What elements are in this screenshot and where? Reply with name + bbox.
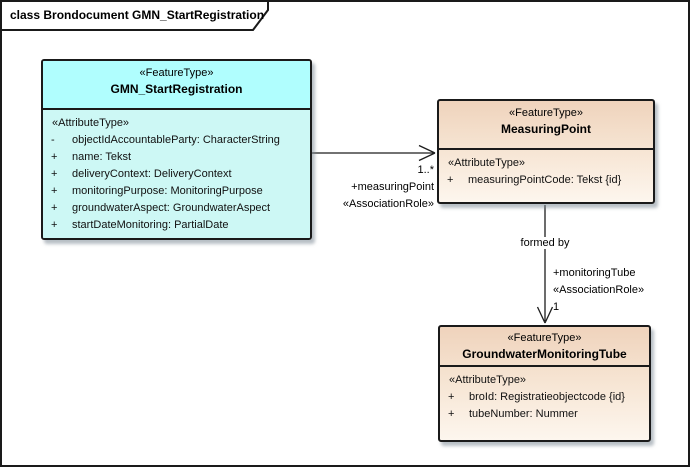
attribute-text: groundwaterAspect: GroundwaterAspect <box>72 202 271 214</box>
class-name: GMN_StartRegistration <box>110 82 243 96</box>
role-label: +monitoringTube <box>553 267 636 279</box>
attribute-row: + measuringPointCode: Tekst {id} <box>439 172 653 189</box>
visibility-symbol: + <box>51 202 58 214</box>
class-name: GroundwaterMonitoringTube <box>462 347 627 361</box>
class-attributes: «AttributeType» + measuringPointCode: Te… <box>439 150 653 189</box>
class-measuring-point[interactable]: «FeatureType» MeasuringPoint «AttributeT… <box>437 99 655 204</box>
class-attributes: «AttributeType» - objectIdAccountablePar… <box>43 110 310 238</box>
multiplicity-label: 1..* <box>417 164 434 176</box>
attribute-row: - objectIdAccountableParty: CharacterStr… <box>43 132 310 149</box>
association-name-label: formed by <box>505 237 585 249</box>
association-labels-monitoring-tube: +monitoringTube «AssociationRole» 1 <box>553 265 644 316</box>
attribute-compartment-label: «AttributeType» <box>449 374 527 386</box>
role-label: +measuringPoint <box>351 181 434 193</box>
attribute-row: + deliveryContext: DeliveryContext <box>43 166 310 183</box>
class-header: «FeatureType» GMN_StartRegistration <box>43 61 310 110</box>
attribute-text: startDateMonitoring: PartialDate <box>72 219 229 231</box>
class-attributes: «AttributeType» + broId: Registratieobje… <box>440 367 649 423</box>
attribute-compartment-label: «AttributeType» <box>448 157 526 169</box>
class-stereotype: «FeatureType» <box>507 332 582 344</box>
attribute-row: + groundwaterAspect: GroundwaterAspect <box>43 200 310 217</box>
attribute-text: tubeNumber: Nummer <box>469 408 578 420</box>
attribute-text: monitoringPurpose: MonitoringPurpose <box>72 185 263 197</box>
attribute-text: name: Tekst <box>72 151 132 163</box>
attribute-text: measuringPointCode: Tekst {id} <box>468 174 622 186</box>
open-arrowhead-right-icon <box>418 144 436 162</box>
attribute-row: + monitoringPurpose: MonitoringPurpose <box>43 183 310 200</box>
visibility-symbol: + <box>51 168 58 180</box>
class-stereotype: «FeatureType» <box>509 107 583 119</box>
association-labels-measuring-point: 1..* +measuringPoint «AssociationRole» <box>302 162 434 213</box>
class-groundwater-monitoring-tube[interactable]: «FeatureType» GroundwaterMonitoringTube … <box>438 325 651 442</box>
association-measuring-point[interactable] <box>312 144 436 162</box>
class-header: «FeatureType» GroundwaterMonitoringTube <box>440 327 649 367</box>
attribute-row: + startDateMonitoring: PartialDate <box>43 217 310 234</box>
attribute-text: broId: Registratieobjectcode {id} <box>469 391 625 403</box>
association-stereotype-label: «AssociationRole» <box>342 198 434 210</box>
visibility-symbol: + <box>51 185 58 197</box>
visibility-symbol: + <box>447 174 454 186</box>
visibility-symbol: + <box>448 391 455 403</box>
open-arrowhead-down-icon <box>536 306 554 324</box>
visibility-symbol: + <box>448 408 455 420</box>
class-gmn-startregistration[interactable]: «FeatureType» GMN_StartRegistration «Att… <box>41 59 312 240</box>
attribute-row: + name: Tekst <box>43 149 310 166</box>
attribute-row: + tubeNumber: Nummer <box>440 406 649 423</box>
class-name: MeasuringPoint <box>500 122 591 136</box>
association-monitoring-tube[interactable] <box>536 205 554 324</box>
association-stereotype-label: «AssociationRole» <box>553 284 645 296</box>
attribute-text: deliveryContext: DeliveryContext <box>72 168 232 180</box>
class-header: «FeatureType» MeasuringPoint <box>439 101 653 150</box>
attribute-row: + broId: Registratieobjectcode {id} <box>440 389 649 406</box>
attribute-text: objectIdAccountableParty: CharacterStrin… <box>72 134 280 146</box>
visibility-symbol: - <box>51 134 55 146</box>
diagram-title: class Brondocument GMN_StartRegistration <box>10 8 265 22</box>
attribute-compartment-label: «AttributeType» <box>52 117 130 129</box>
multiplicity-label: 1 <box>553 301 560 313</box>
visibility-symbol: + <box>51 219 58 231</box>
class-stereotype: «FeatureType» <box>139 67 214 79</box>
visibility-symbol: + <box>51 151 58 163</box>
